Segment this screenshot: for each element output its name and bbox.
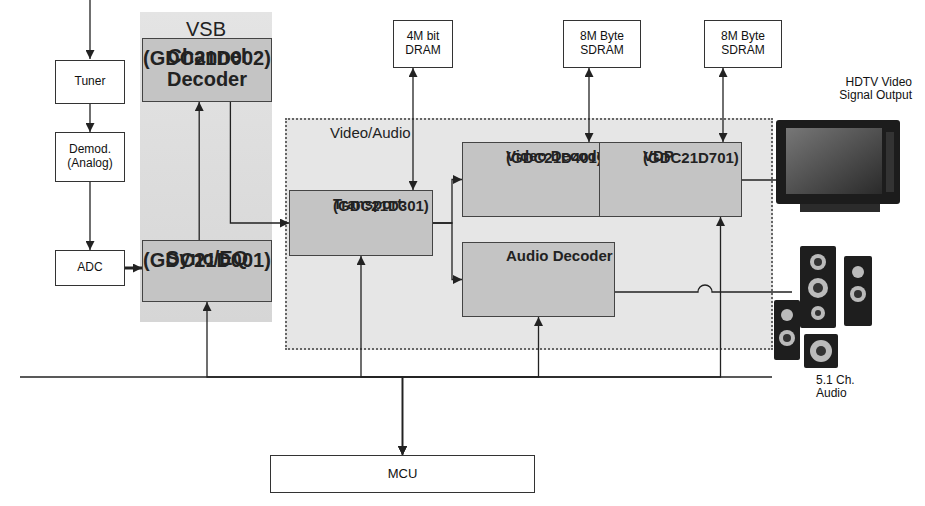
part-number: (GDC21D401) — [506, 149, 602, 166]
output-label: 5.1 Ch. Audio — [816, 374, 868, 400]
box-label: Tuner — [75, 75, 106, 89]
audio-out-line — [596, 285, 792, 292]
tv-illustration — [776, 120, 900, 212]
connector-arrow — [403, 217, 721, 455]
video-out-line — [722, 179, 776, 180]
connector-arrow — [230, 102, 289, 223]
connector-arrow — [588, 68, 589, 142]
connector-arrow — [433, 223, 462, 280]
mcu-box: MCU — [270, 455, 535, 493]
box-label: Demod. (Analog) — [59, 143, 121, 171]
box-label: 4M bit DRAM — [397, 30, 449, 58]
group-region: Video/AudioTransport(GDC21D301) Video Dec… — [285, 118, 773, 350]
process-box: Tuner — [55, 60, 125, 104]
input-line — [89, 0, 90, 59]
chip-box: VDP(GDC21D701) — [599, 142, 742, 217]
connector-arrow — [433, 180, 462, 224]
memory-box: 8M Byte SDRAM — [563, 20, 641, 68]
output-label: HDTV Video Signal Output — [838, 76, 912, 102]
box-label: 8M Byte SDRAM — [567, 30, 637, 58]
part-number: (GDC21D002) — [143, 47, 271, 70]
chip-box: Video Decoder(GDC21D401) — [462, 142, 615, 217]
process-box: Demod. (Analog) — [55, 132, 125, 182]
memory-box: 8M Byte SDRAM — [704, 20, 782, 68]
connector-arrow — [89, 182, 90, 250]
connector-arrow — [199, 102, 200, 240]
system-bus — [20, 376, 772, 378]
connector-arrow — [462, 179, 742, 180]
speaker-illustration — [774, 246, 872, 368]
part-number: (GDC21D301) — [333, 197, 429, 214]
memory-box: 4M bit DRAM — [393, 20, 453, 68]
connector-arrow — [361, 256, 403, 455]
process-box: ADC — [55, 250, 125, 286]
box-label: 8M Byte SDRAM — [708, 30, 778, 58]
group-region: VSBChannel Decoder(GDC21D002)Sync/EQ(GDC… — [140, 12, 272, 322]
chip-box: Sync/EQ(GDC21D001) — [142, 240, 272, 302]
connector-arrow — [412, 68, 413, 190]
connector-arrow — [125, 267, 142, 270]
part-number: (GDC21D701) — [643, 149, 739, 166]
box-label: Video/Audio — [330, 124, 411, 141]
connector-arrow — [89, 104, 90, 132]
chip-box: Channel Decoder(GDC21D002) — [142, 38, 272, 102]
chip-box: Audio Decoder — [462, 242, 615, 317]
connector-arrow — [207, 302, 403, 455]
box-label: Audio Decoder — [506, 247, 613, 264]
connector-arrow — [722, 68, 723, 142]
part-number: (GDC21D001) — [143, 249, 271, 272]
chip-box: Transport(GDC21D301) — [289, 190, 433, 256]
connector-arrow — [403, 317, 539, 455]
box-label: MCU — [388, 467, 418, 482]
box-label: ADC — [77, 261, 102, 275]
